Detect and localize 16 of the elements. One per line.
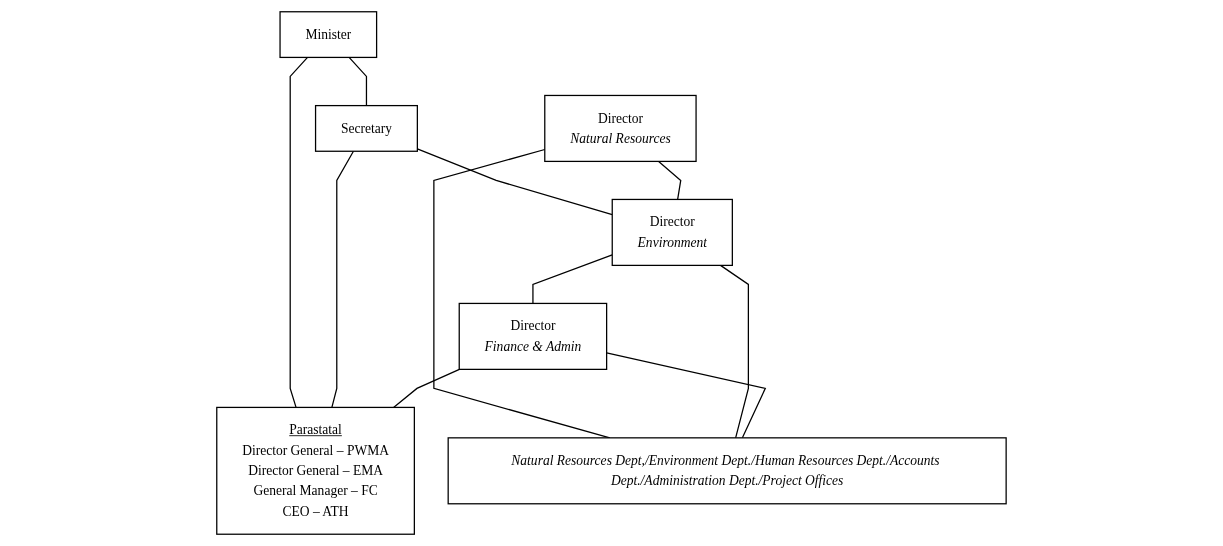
node-box: Natural Resources Dept,/Environment Dept./Human Resources Dept./Accounts Dept./Administration Dept./Project Offices: [447, 437, 1007, 505]
connector: [416, 148, 613, 216]
node-box: Director Natural Resources: [544, 94, 697, 163]
node-box: Director Finance & Admin: [458, 302, 608, 370]
node-box: Parastatal Director General – PWMA Director General – EMA General Manager – FC CEO – ATH: [216, 406, 416, 535]
connector: [289, 56, 309, 409]
connector: [719, 264, 750, 439]
connector: [606, 352, 767, 439]
connector: [532, 254, 613, 305]
connector: [331, 150, 355, 409]
connector: [433, 148, 611, 439]
node-box: Director Environment: [611, 198, 734, 266]
node-box: Secretary: [314, 104, 419, 152]
connector: [348, 56, 368, 107]
connector: [392, 368, 461, 409]
node-box: Minister: [279, 11, 378, 59]
